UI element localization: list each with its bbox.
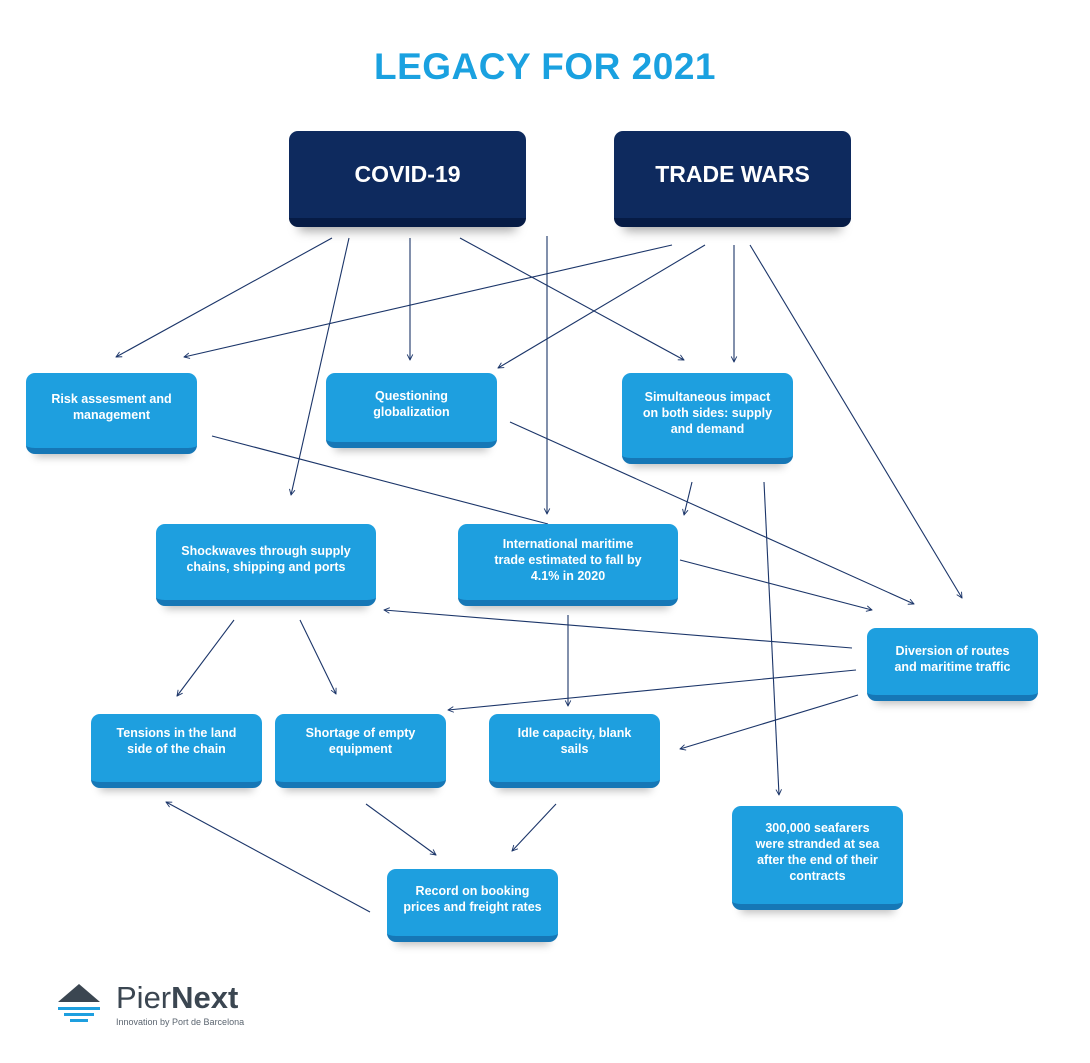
node-idle-capacity-label: Idle capacity, blank sails (517, 726, 632, 756)
piernext-logo: PierNext Innovation by Port de Barcelona (56, 980, 276, 1032)
arrow-shockwaves-shortage (299, 619, 336, 694)
arrow-shockwaves-tensions (177, 619, 235, 696)
arrow-risk-to-diversion (211, 435, 549, 525)
node-idle-capacity: Idle capacity, blank sails (489, 714, 660, 788)
node-maritime-trade-label: International maritime trade estimated t… (494, 537, 642, 583)
node-shockwaves: Shockwaves through supply chains, shippi… (156, 524, 376, 606)
node-trade-wars-label: TRADE WARS (655, 161, 810, 187)
node-questioning-globalization: Questioning globalization (326, 373, 497, 448)
piernext-tagline: Innovation by Port de Barcelona (116, 1017, 245, 1027)
node-tensions-land-side-label: Tensions in the land side of the chain (116, 726, 237, 756)
arrow-covid-risk (116, 237, 333, 357)
piernext-logo-icon (58, 984, 100, 1022)
arrow-tradewars-risk (184, 244, 673, 357)
node-covid-19-label: COVID-19 (354, 161, 461, 187)
arrow-tradewars-diversion (749, 244, 962, 598)
arrow-simultaneous-seafarers (763, 481, 779, 795)
arrow-covid-shockwaves (291, 237, 350, 495)
arrow-diversion-shockwaves (384, 610, 853, 649)
node-diversion-routes-label: Diversion of routes and maritime traffic (894, 643, 1011, 674)
wordmark-bold: Next (171, 980, 239, 1015)
node-shortage-equipment: Shortage of empty equipment (275, 714, 446, 788)
node-shockwaves-label: Shockwaves through supply chains, shippi… (181, 544, 351, 574)
arrow-covid-simultaneous (459, 237, 684, 360)
node-diversion-routes: Diversion of routes and maritime traffic (867, 628, 1038, 701)
node-questioning-globalization-label: Questioning globalization (373, 388, 450, 419)
node-simultaneous-impact: Simultaneous impact on both sides: suppl… (622, 373, 793, 464)
arrow-diversion-idle (680, 694, 859, 749)
arrow-diversion-shortage (448, 669, 857, 710)
node-shortage-equipment-label: Shortage of empty equipment (305, 726, 416, 756)
diagram-title: LEGACY FOR 2021 (374, 46, 716, 87)
piernext-wordmark: PierNext (116, 980, 238, 1016)
arrow-simultaneous-maritime (684, 481, 693, 515)
node-seafarers-stranded-label: 300,000 seafarers were stranded at sea a… (755, 821, 880, 883)
arrow-globalization-diversion (509, 421, 914, 604)
node-tensions-land-side: Tensions in the land side of the chain (91, 714, 262, 788)
node-record-prices-label: Record on booking prices and freight rat… (403, 883, 542, 914)
arrow-shortage-record (365, 803, 436, 855)
node-simultaneous-impact-label: Simultaneous impact on both sides: suppl… (642, 389, 773, 436)
node-covid-19: COVID-19 (289, 131, 526, 227)
arrow-tradewars-globalization (498, 244, 706, 368)
node-risk-assessment-label: Risk assesment and management (51, 391, 172, 422)
arrow-idle-record (512, 803, 557, 851)
wordmark-light: Pier (116, 980, 172, 1015)
node-maritime-trade: International maritime trade estimated t… (458, 524, 678, 606)
node-risk-assessment: Risk assesment and management (26, 373, 197, 454)
node-seafarers-stranded: 300,000 seafarers were stranded at sea a… (732, 806, 903, 910)
arrow-record-tensions (166, 801, 371, 913)
arrow-maritime-diversion (679, 559, 872, 610)
node-trade-wars: TRADE WARS (614, 131, 851, 227)
node-record-prices: Record on booking prices and freight rat… (387, 869, 558, 942)
